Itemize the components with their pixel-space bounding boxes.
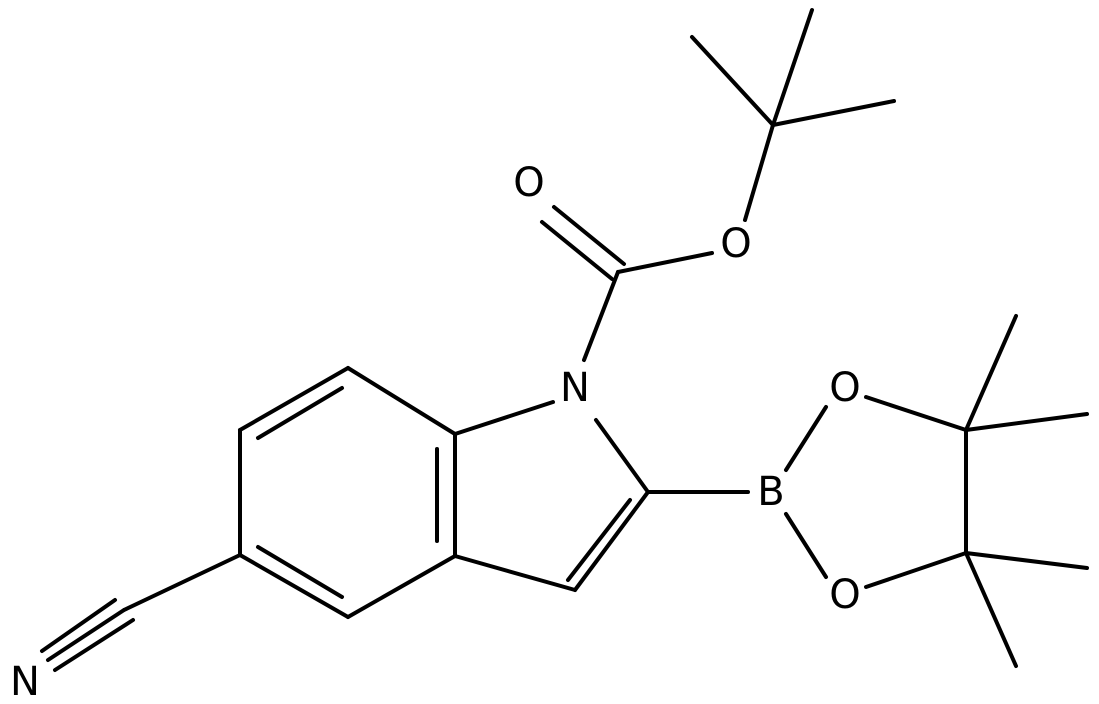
boc-carbamate-group [540, 205, 714, 362]
bond-tbu-methyl-right [771, 99, 896, 127]
bond-tbu-methyl-top [771, 8, 814, 127]
bond-carbonyl-double-b [540, 220, 614, 281]
indole-ring-system [238, 366, 650, 619]
bond-boron-oxygen-bottom [784, 512, 828, 579]
bond-ester-oxygen-to-carbonyl [616, 251, 714, 274]
carbonyl-oxygen-label: O [513, 160, 544, 206]
bond-oxygen-bottom-to-ring-carbon [864, 551, 968, 589]
bond-c2-c3 [573, 490, 650, 592]
bond-carbonyl-to-indole-n [582, 270, 620, 362]
bond-nitrile-triple-b [46, 608, 126, 662]
bond-c2-c3-inner [566, 498, 632, 582]
bond-n1-c2 [594, 418, 650, 494]
nitrile-group [40, 553, 242, 672]
tert-butyl-group [690, 8, 896, 222]
bond-upper-methyl-a [964, 314, 1018, 432]
bond-n1-c7a [453, 400, 555, 436]
bond-c5-nitrile-carbon [122, 553, 242, 612]
bond-nitrile-triple-a [40, 598, 117, 653]
bond-upper-methyl-b [964, 412, 1089, 432]
bond-carbonyl-double-a [552, 205, 626, 266]
bond-nitrile-triple-c [53, 618, 135, 672]
pinacol-boronate-group [646, 314, 1089, 668]
bond-oxygen-top-to-ring-carbon [864, 395, 968, 432]
boron-label: B [757, 469, 784, 515]
bond-tbu-methyl-left [690, 35, 775, 127]
nitrile-nitrogen-label: N [10, 659, 40, 704]
bond-c5-c4-inner [256, 545, 344, 599]
dioxaborolane-oxygen-bottom-label: O [829, 572, 860, 618]
bond-c3-c3a [453, 554, 577, 592]
bond-lower-methyl-b [964, 551, 1018, 668]
bond-c7a-c7 [346, 366, 457, 436]
dioxaborolane-oxygen-top-label: O [829, 365, 860, 411]
bond-tbu-to-ester-oxygen [743, 123, 775, 222]
indole-nitrogen-label: N [560, 365, 590, 411]
bond-c5-c4 [238, 553, 350, 619]
bond-c4-c3a [346, 554, 457, 619]
bond-lower-methyl-a [964, 551, 1089, 570]
ester-oxygen-label: O [720, 221, 751, 267]
bond-c7-c6 [238, 366, 350, 432]
bond-boron-oxygen-top [784, 405, 828, 472]
bond-c7-c6-inner [256, 386, 344, 440]
